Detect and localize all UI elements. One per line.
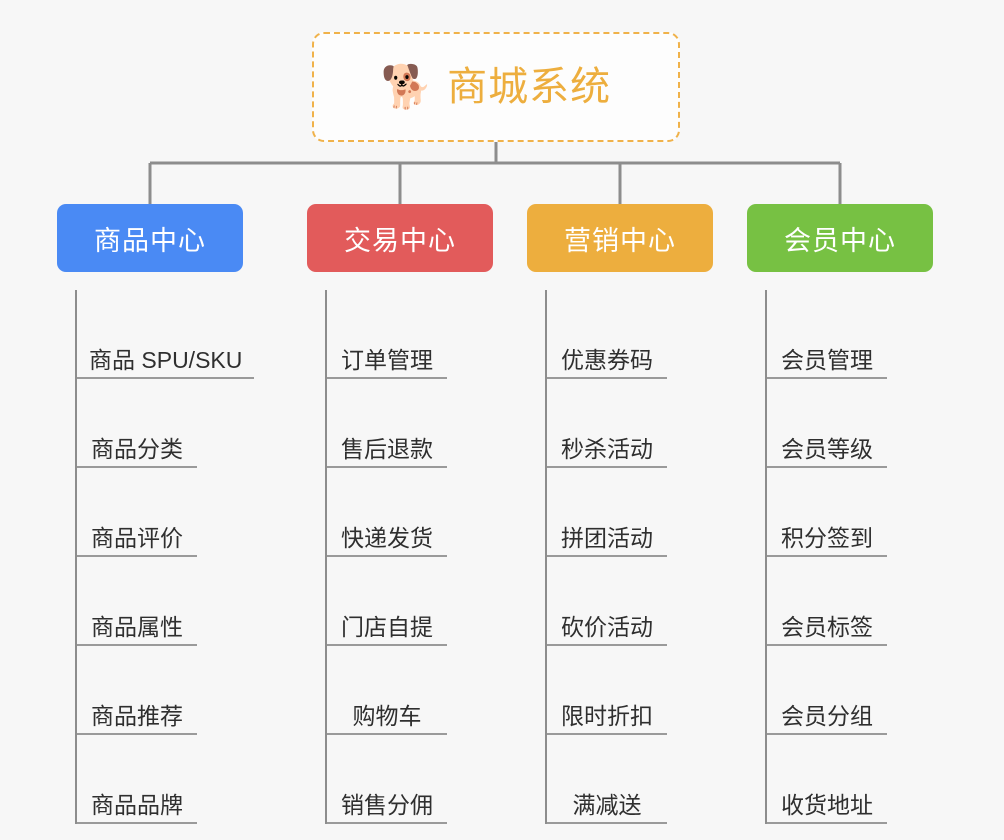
branch-head-button[interactable]: 会员中心 <box>747 204 933 272</box>
leaf-list: 订单管理 售后退款 快递发货 门店自提 购物车 销售分佣 <box>307 290 493 824</box>
leaf-item[interactable]: 会员等级 <box>767 379 887 468</box>
leaf-label: 购物车 <box>352 702 422 729</box>
leaf-label: 秒杀活动 <box>561 435 653 462</box>
branch-trade-center: 交易中心 订单管理 售后退款 快递发货 门店自提 购物车 销售分佣 <box>307 204 493 824</box>
root-node[interactable]: 🐕 商城系统 <box>312 32 680 142</box>
leaf-label: 会员等级 <box>781 435 873 462</box>
leaf-item[interactable]: 订单管理 <box>327 290 447 379</box>
leaf-spine <box>75 290 77 824</box>
leaf-item[interactable]: 满减送 <box>547 735 667 824</box>
leaf-item[interactable]: 售后退款 <box>327 379 447 468</box>
leaf-label: 商品品牌 <box>91 791 183 818</box>
leaf-label: 售后退款 <box>341 435 433 462</box>
leaf-label: 商品 SPU/SKU <box>89 346 243 373</box>
leaf-label: 砍价活动 <box>561 613 653 640</box>
leaf-item[interactable]: 商品分类 <box>77 379 197 468</box>
leaf-label: 优惠券码 <box>561 346 653 373</box>
branch-product-center: 商品中心 商品 SPU/SKU 商品分类 商品评价 商品属性 商品推荐 商品品牌 <box>57 204 255 824</box>
branch-head-button[interactable]: 交易中心 <box>307 204 493 272</box>
leaf-item[interactable]: 秒杀活动 <box>547 379 667 468</box>
leaf-list: 优惠券码 秒杀活动 拼团活动 砍价活动 限时折扣 满减送 <box>527 290 713 824</box>
leaf-label: 门店自提 <box>341 613 433 640</box>
leaf-item[interactable]: 积分签到 <box>767 468 887 557</box>
leaf-item[interactable]: 商品 SPU/SKU <box>77 290 255 379</box>
leaf-item[interactable]: 会员标签 <box>767 557 887 646</box>
leaf-label: 会员标签 <box>781 613 873 640</box>
leaf-item[interactable]: 商品推荐 <box>77 646 197 735</box>
leaf-item[interactable]: 限时折扣 <box>547 646 667 735</box>
leaf-spine <box>325 290 327 824</box>
leaf-label: 会员分组 <box>781 702 873 729</box>
leaf-label: 积分签到 <box>781 524 873 551</box>
leaf-item[interactable]: 购物车 <box>327 646 447 735</box>
leaf-item[interactable]: 会员管理 <box>767 290 887 379</box>
branch-marketing-center: 营销中心 优惠券码 秒杀活动 拼团活动 砍价活动 限时折扣 满减送 <box>527 204 713 824</box>
leaf-item[interactable]: 商品属性 <box>77 557 197 646</box>
shiba-dog-icon: 🐕 <box>380 63 434 110</box>
branch-member-center: 会员中心 会员管理 会员等级 积分签到 会员标签 会员分组 收货地址 <box>747 204 933 824</box>
leaf-spine <box>765 290 767 824</box>
leaf-item[interactable]: 快递发货 <box>327 468 447 557</box>
leaf-list: 商品 SPU/SKU 商品分类 商品评价 商品属性 商品推荐 商品品牌 <box>57 290 255 824</box>
leaf-item[interactable]: 商品品牌 <box>77 735 197 824</box>
leaf-label: 销售分佣 <box>341 791 433 818</box>
leaf-label: 快递发货 <box>341 524 433 551</box>
branch-head-button[interactable]: 商品中心 <box>57 204 243 272</box>
branch-head-button[interactable]: 营销中心 <box>527 204 713 272</box>
leaf-item[interactable]: 门店自提 <box>327 557 447 646</box>
leaf-item[interactable]: 销售分佣 <box>327 735 447 824</box>
leaf-list: 会员管理 会员等级 积分签到 会员标签 会员分组 收货地址 <box>747 290 933 824</box>
root-title: 商城系统 <box>447 65 612 109</box>
leaf-spine <box>545 290 547 824</box>
leaf-label: 订单管理 <box>341 346 433 373</box>
leaf-label: 商品评价 <box>91 524 183 551</box>
leaf-item[interactable]: 砍价活动 <box>547 557 667 646</box>
leaf-item[interactable]: 拼团活动 <box>547 468 667 557</box>
leaf-item[interactable]: 优惠券码 <box>547 290 667 379</box>
leaf-label: 满减送 <box>572 791 642 818</box>
leaf-label: 商品分类 <box>91 435 183 462</box>
leaf-label: 限时折扣 <box>561 702 653 729</box>
leaf-label: 拼团活动 <box>561 524 653 551</box>
leaf-item[interactable]: 会员分组 <box>767 646 887 735</box>
leaf-item[interactable]: 收货地址 <box>767 735 887 824</box>
leaf-item[interactable]: 商品评价 <box>77 468 197 557</box>
leaf-label: 会员管理 <box>781 346 873 373</box>
leaf-label: 商品推荐 <box>91 702 183 729</box>
leaf-label: 商品属性 <box>91 613 183 640</box>
leaf-label: 收货地址 <box>781 791 873 818</box>
